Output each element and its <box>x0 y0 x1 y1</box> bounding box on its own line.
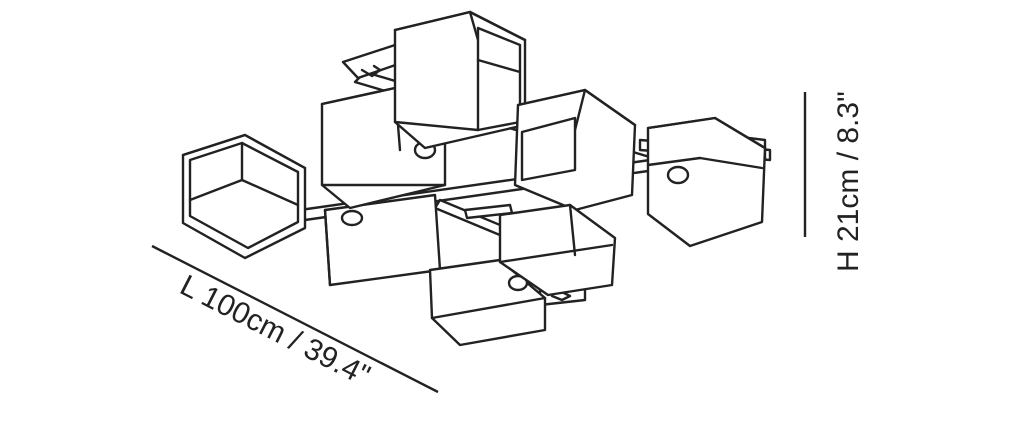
height-label: H 21cm / 8.3" <box>832 91 865 272</box>
cube-shade-right-middle <box>513 88 637 212</box>
length-dimension-line <box>151 244 439 394</box>
height-dimension: H 21cm / 8.3" <box>803 91 865 272</box>
cube-shade-lower-left <box>323 193 442 287</box>
cube-shade-right <box>646 116 767 248</box>
cube-shade-left <box>181 133 307 260</box>
length-label: L 100cm / 39.4" <box>175 269 375 393</box>
cube-shade-lower-right <box>498 203 617 297</box>
cube-shade-top <box>393 10 527 150</box>
